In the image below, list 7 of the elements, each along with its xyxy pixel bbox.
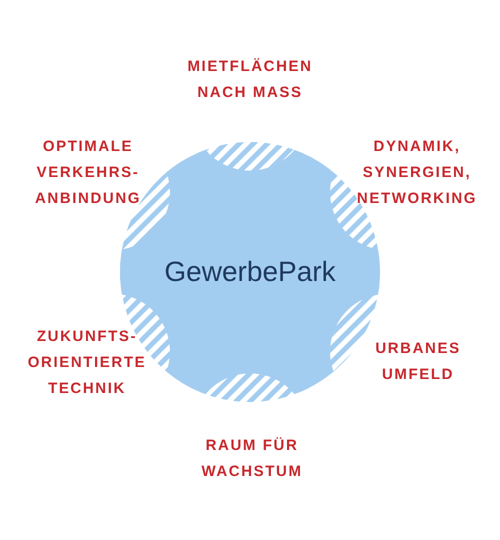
feature-label: OPTIMALE VERKEHRS- ANBINDUNG [34,137,142,209]
center-title: GewerbePark [164,256,336,288]
feature-label: ZUKUNFTS- ORIENTIERTE TECHNIK [26,327,148,399]
feature-label: RAUM FÜR WACHSTUM [200,436,304,482]
feature-label: URBANES UMFELD [374,339,462,385]
feature-label: MIETFLÄCHEN NACH MASS [186,57,314,103]
feature-label: DYNAMIK, SYNERGIEN, NETWORKING [356,137,478,209]
